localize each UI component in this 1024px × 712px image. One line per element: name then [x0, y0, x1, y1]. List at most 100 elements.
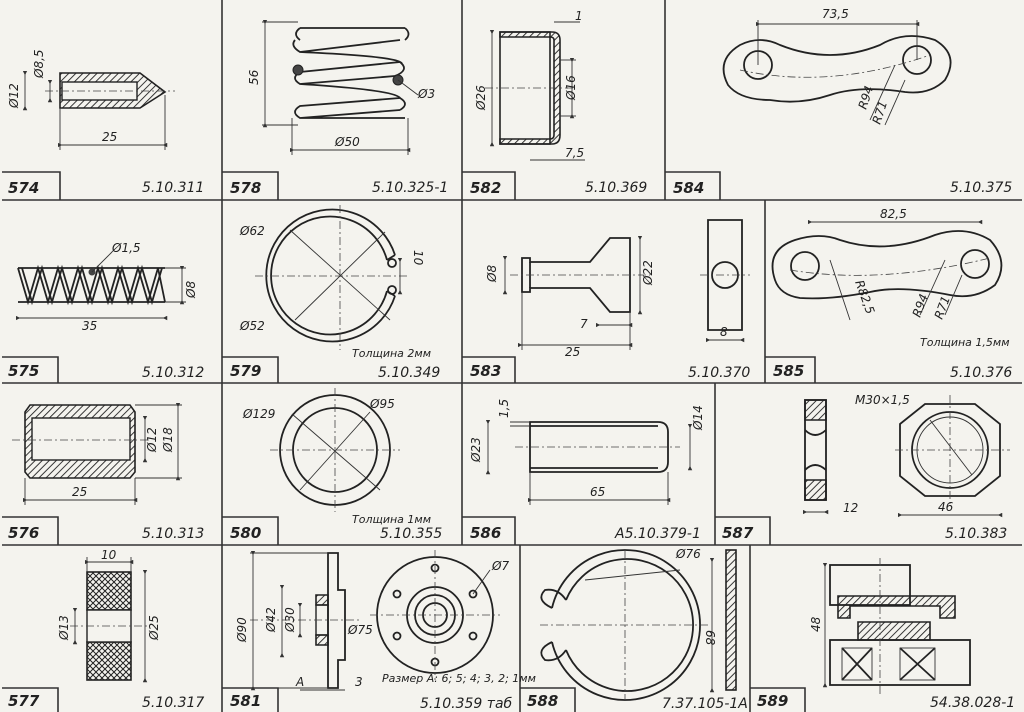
part-code-583: 5.10.370: [688, 365, 750, 381]
part-574: Ø8,5 Ø12 25: [7, 49, 175, 150]
dim: 48: [809, 616, 823, 632]
dim: Ø8: [485, 265, 499, 283]
part-576: Ø12 Ø18 25: [12, 402, 182, 505]
note: Толщина 2мм: [352, 347, 431, 360]
dim: Ø23: [469, 437, 483, 463]
dim: R71: [932, 294, 953, 321]
part-number-589: 589: [757, 692, 788, 710]
dim: Ø18: [161, 427, 175, 453]
part-577: 10 Ø13 Ø25: [57, 548, 161, 683]
part-number-585: 585: [773, 362, 804, 380]
dim: 68: [703, 630, 717, 646]
dim: Ø7: [491, 559, 509, 573]
dim: R71: [870, 99, 891, 126]
dim: 10: [101, 548, 117, 562]
dim: Ø76: [675, 547, 701, 561]
dim: 65: [590, 485, 605, 499]
dim: 35: [82, 319, 97, 333]
part-585: 82,5 R82,5 R94 R71 Толщина 1,5мм: [771, 207, 1010, 349]
part-number-587: 587: [722, 524, 754, 542]
dim: M30×1,5: [855, 393, 910, 407]
part-579: Ø62 10 Ø52 Толщина 2мм: [239, 205, 431, 360]
part-code-589: 54.38.028-1: [930, 695, 1015, 711]
note: Толщина 1мм: [352, 513, 431, 526]
part-582: 1 Ø26 Ø16 7,5: [474, 9, 585, 161]
part-code-588: 7.37.105-1A: [662, 696, 748, 712]
part-code-578: 5.10.325-1: [372, 180, 448, 196]
dim: Ø1,5: [111, 241, 141, 255]
dim: Ø8: [184, 281, 198, 299]
dim: Ø3: [417, 87, 435, 101]
dim: Ø26: [474, 85, 488, 111]
note: Размер А: 6; 5; 4; 3, 2; 1мм: [382, 672, 536, 685]
part-number-581: 581: [230, 692, 261, 710]
part-584: 73,5 R94 R71: [722, 7, 952, 126]
part-number-575: 575: [8, 362, 39, 380]
dim: 8: [720, 325, 728, 339]
part-code-584: 5.10.375: [950, 180, 1012, 196]
dim: Ø30: [283, 607, 297, 633]
part-583: Ø8 Ø22 7 8 25: [485, 219, 750, 359]
part-code-574: 5.10.311: [142, 180, 204, 196]
dim: R94: [910, 292, 931, 319]
dim: Ø50: [334, 135, 360, 149]
dim: Ø12: [7, 83, 21, 109]
part-578: 56 Ø3 Ø50: [247, 19, 435, 155]
part-code-576: 5.10.313: [142, 526, 204, 542]
dim: Ø95: [369, 397, 395, 411]
dim: 46: [938, 500, 954, 514]
dim: Ø129: [242, 407, 275, 421]
note: Толщина 1,5мм: [920, 336, 1010, 349]
dim: 3: [355, 675, 363, 689]
dim: Ø25: [147, 615, 161, 641]
part-code-580: 5.10.355: [380, 526, 442, 542]
dim: 82,5: [880, 207, 907, 221]
part-number-583: 583: [470, 362, 501, 380]
dim: Ø62: [239, 224, 265, 238]
dim: 10: [411, 250, 425, 266]
dim: 1,5: [497, 399, 511, 418]
part-number-576: 576: [8, 524, 39, 542]
part-code-586: A5.10.379-1: [614, 526, 701, 542]
dim: R94: [856, 84, 877, 111]
dim: 25: [565, 345, 580, 359]
dim: 25: [72, 485, 87, 499]
part-number-578: 578: [230, 179, 261, 197]
part-number-574: 574: [8, 179, 39, 197]
dim: Ø52: [239, 319, 265, 333]
dim: 73,5: [822, 7, 849, 21]
part-586: 1,5 Ø14 Ø23 65: [469, 399, 705, 505]
part-number-588: 588: [527, 692, 558, 710]
part-number-579: 579: [230, 362, 261, 380]
dim: Ø13: [57, 615, 71, 641]
part-code-575: 5.10.312: [142, 365, 204, 381]
dim: 56: [247, 69, 261, 85]
part-number-582: 582: [470, 179, 501, 197]
dim: Ø8,5: [32, 49, 46, 79]
part-code-585: 5.10.376: [950, 365, 1012, 381]
part-number-577: 577: [8, 692, 40, 710]
part-code-587: 5.10.383: [945, 526, 1007, 542]
dim: 1: [575, 9, 583, 23]
dim: 12: [843, 501, 858, 515]
dim: Ø90: [235, 617, 249, 643]
dim: A: [295, 675, 304, 689]
part-code-582: 5.10.369: [585, 180, 647, 196]
dim: Ø12: [145, 427, 159, 453]
part-589: 48: [809, 558, 971, 695]
dim: R82,5: [852, 278, 877, 316]
dim: Ø14: [691, 405, 705, 431]
part-code-577: 5.10.317: [142, 695, 204, 711]
part-587: M30×1,5 12 46: [802, 393, 1010, 518]
dim: 7,5: [565, 146, 584, 160]
dim: 25: [102, 130, 117, 144]
dim: Ø42: [264, 607, 278, 633]
part-number-584: 584: [673, 179, 704, 197]
part-code-579: 5.10.349: [378, 365, 440, 381]
part-588: Ø76 68: [540, 547, 737, 701]
dim: Ø75: [347, 623, 373, 637]
part-575: Ø1,5 Ø8 35: [15, 241, 198, 333]
dim: Ø16: [564, 75, 578, 101]
